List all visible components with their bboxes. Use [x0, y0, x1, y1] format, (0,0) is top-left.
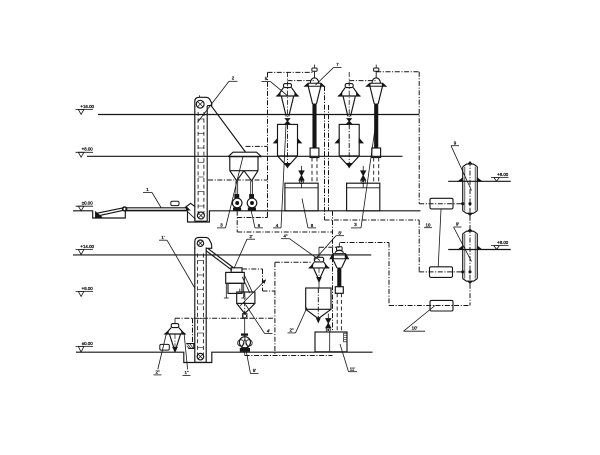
svg-text:+16.00: +16.00	[80, 104, 94, 109]
svg-text:9': 9'	[456, 222, 459, 227]
svg-text:±0.00: ±0.00	[82, 201, 94, 206]
svg-text:+8.00: +8.00	[497, 172, 509, 177]
svg-text:1: 1	[146, 187, 149, 192]
svg-text:±0.00: ±0.00	[82, 341, 94, 346]
svg-text:10: 10	[426, 222, 431, 227]
svg-text:5': 5'	[253, 368, 256, 373]
svg-text:6: 6	[258, 223, 261, 228]
svg-text:4'': 4''	[283, 234, 287, 239]
svg-text:11': 11'	[350, 366, 356, 371]
svg-text:5: 5	[265, 76, 268, 81]
svg-text:4: 4	[276, 223, 279, 228]
svg-text:3: 3	[220, 223, 223, 228]
svg-text:8: 8	[311, 223, 314, 228]
svg-text:9: 9	[454, 140, 457, 145]
svg-text:2'': 2''	[289, 328, 293, 333]
svg-text:2': 2'	[249, 234, 252, 239]
svg-text:2: 2	[232, 76, 235, 81]
svg-text:+8.00: +8.00	[82, 147, 94, 152]
svg-text:+14.00: +14.00	[80, 244, 94, 249]
svg-text:+8.00: +8.00	[497, 240, 509, 245]
svg-text:1': 1'	[161, 235, 164, 240]
svg-text:+8.00: +8.00	[82, 286, 94, 291]
svg-text:4': 4'	[267, 328, 270, 333]
svg-text:8': 8'	[338, 231, 341, 236]
svg-text:7: 7	[336, 62, 339, 67]
svg-text:2'': 2''	[155, 369, 159, 374]
svg-text:3: 3	[354, 222, 357, 227]
svg-text:1'': 1''	[184, 370, 188, 375]
svg-text:10': 10'	[412, 325, 418, 330]
